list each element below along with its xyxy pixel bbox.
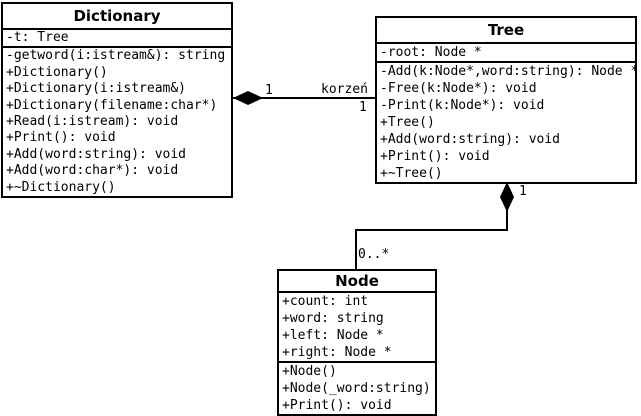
composition-line-tree-node-horizontal [355, 229, 508, 231]
method: +Dictionary(i:istream&) [6, 81, 187, 97]
method: +Node() [282, 364, 337, 379]
attributes-compartment-tree: -root: Node * [377, 44, 635, 63]
composition-line-dictionary-tree [233, 97, 375, 99]
class-box-node[interactable]: Node +count: int +word: string +left: No… [277, 269, 437, 416]
method: -getword(i:istream&): string [6, 48, 226, 64]
attribute: +right: Node * [282, 345, 392, 360]
methods-compartment-tree: -Add(k:Node*,word:string): Node * -Free(… [377, 63, 635, 182]
methods-compartment-dictionary: -getword(i:istream&): string +Dictionary… [3, 48, 231, 196]
method: +Tree() [380, 115, 435, 130]
method: +Print(): void [380, 149, 490, 164]
multiplicity-label-tree-whole-end: 1 [519, 184, 527, 199]
method: +Print(): void [6, 130, 116, 146]
composition-diamond-tree [500, 182, 514, 212]
method: -Free(k:Node*): void [380, 81, 537, 96]
method: +~Tree() [380, 166, 443, 181]
method: +~Dictionary() [6, 179, 116, 195]
attributes-compartment-node: +count: int +word: string +left: Node * … [279, 293, 435, 363]
attribute: -t: Tree [6, 30, 69, 45]
attributes-compartment-dictionary: -t: Tree [3, 30, 231, 49]
class-name-tree: Tree [377, 18, 635, 44]
method: +Dictionary() [6, 64, 108, 80]
attribute: +word: string [282, 311, 384, 326]
methods-compartment-node: +Node() +Node(_word:string) +Print(): vo… [279, 363, 435, 414]
method: +Add(word:string): void [6, 146, 187, 162]
method: +Read(i:istream): void [6, 114, 179, 130]
class-box-dictionary[interactable]: Dictionary -t: Tree -getword(i:istream&)… [1, 2, 233, 199]
class-box-tree[interactable]: Tree -root: Node * -Add(k:Node*,word:str… [375, 16, 637, 184]
multiplicity-label-tree-end: 1 [359, 100, 367, 115]
method: +Print(): void [282, 398, 392, 413]
class-name-dictionary: Dictionary [3, 4, 231, 30]
composition-diamond-dictionary [233, 91, 263, 105]
method: +Add(word:char*): void [6, 163, 179, 179]
composition-line-node-vertical [355, 229, 357, 269]
attribute: -root: Node * [380, 45, 482, 60]
multiplicity-label-dictionary-end: 1 [265, 83, 273, 98]
method: +Dictionary(filename:char*) [6, 97, 218, 113]
class-name-node: Node [279, 271, 435, 293]
role-label-korzen: korzeń [321, 82, 368, 97]
attribute: +left: Node * [282, 328, 384, 343]
method: -Print(k:Node*): void [380, 98, 545, 113]
method: +Node(_word:string) [282, 381, 431, 396]
attribute: +count: int [282, 294, 369, 309]
method: +Add(word:string): void [380, 132, 561, 147]
method: -Add(k:Node*,word:string): Node * [380, 64, 637, 79]
multiplicity-label-node-end: 0..* [358, 247, 390, 262]
